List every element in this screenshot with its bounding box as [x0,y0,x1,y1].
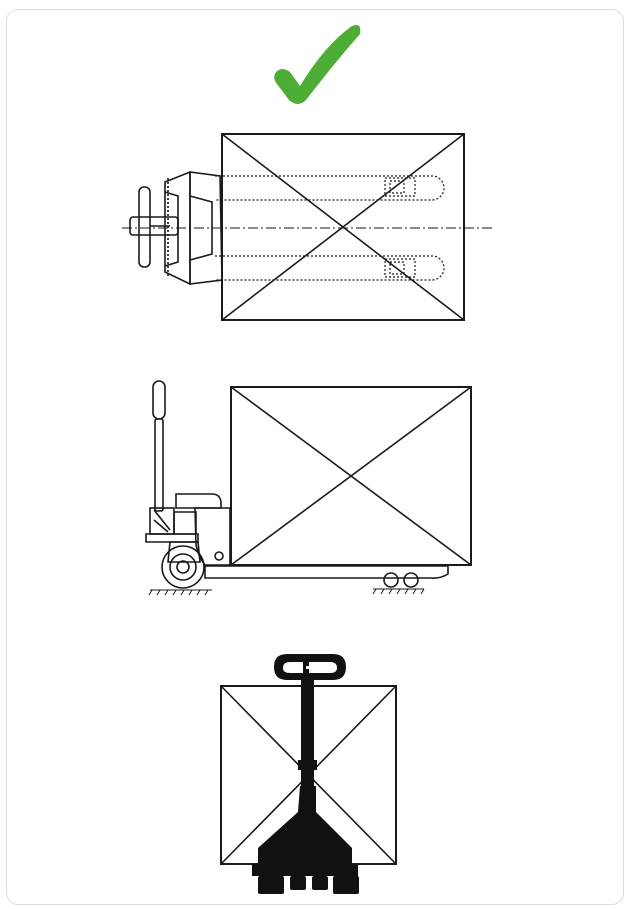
front-pallet-jack-silhouette [252,654,359,894]
side-handle [152,380,166,512]
top-view [122,133,494,321]
illustration-card [6,9,624,905]
top-forks [215,175,445,281]
side-load-box [230,386,472,566]
side-pump-body [145,493,231,566]
front-view [220,654,397,894]
side-load-rollers [383,572,419,588]
top-handle [129,186,179,268]
checkmark-icon [274,25,361,104]
side-steer-wheel [161,541,205,589]
top-load-box [221,133,465,321]
side-ground [148,588,425,596]
side-view [145,380,472,596]
